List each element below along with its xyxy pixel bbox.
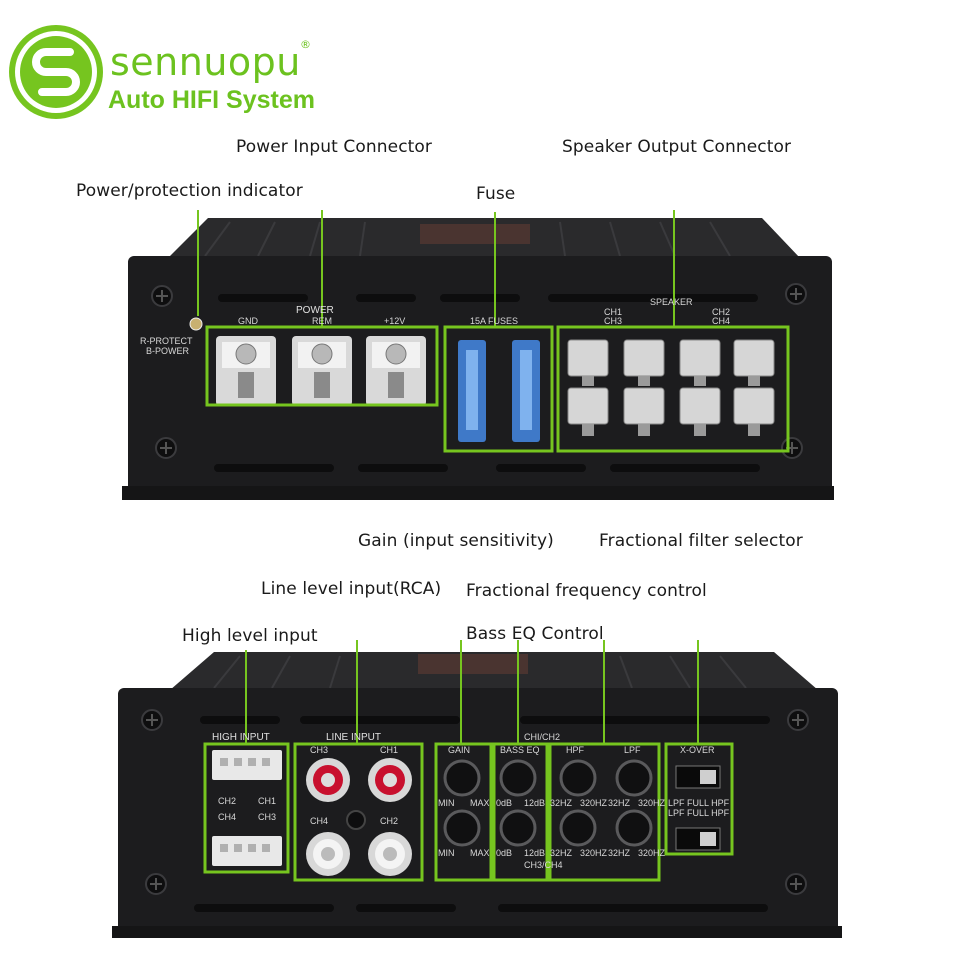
label-eq-12db-2: 12dB [524,848,545,858]
label-b-power: B-POWER [146,346,190,356]
brand-tagline: Auto HIFI System [108,86,315,114]
label-speaker: SPEAKER [650,297,693,307]
label-lpf-320hz: 320HZ [638,798,666,808]
label-12v: +12V [384,316,405,326]
label-hpf-32hz-2: 32HZ [550,848,573,858]
label-spk-ch3: CH3 [604,316,622,326]
callout-fuse: Fuse [476,184,516,204]
label-power: POWER [296,305,334,316]
label-xover-mode-2: LPF FULL HPF [668,808,730,818]
label-rem: REM [312,316,332,326]
label-rca-ch4: CH4 [310,816,328,826]
brand-logo-icon [9,25,103,119]
label-spk-ch2: CH2 [712,307,730,317]
callout-filter-selector: Fractional filter selector [599,531,803,551]
label-15a-fuses: 15A FUSES [470,316,518,326]
label-gain-max-2: MAX [470,848,490,858]
label-spk-ch4: CH4 [712,316,730,326]
label-r-protect: R-PROTECT [140,336,193,346]
label-lpf-320hz-2: 320HZ [638,848,666,858]
label-high-input: HIGH INPUT [212,732,270,743]
callout-freq-control: Fractional frequency control [466,581,707,601]
brand-registered-mark: ® [300,38,311,51]
label-eq-0db: 0dB [496,798,512,808]
label-hl-ch2: CH2 [218,796,236,806]
callout-gain: Gain (input sensitivity) [358,531,554,551]
label-xover: X-OVER [680,745,715,755]
label-gain-max: MAX [470,798,490,808]
label-eq-12db: 12dB [524,798,545,808]
label-hpf-320hz-2: 320HZ [580,848,608,858]
callout-speaker-output: Speaker Output Connector [562,137,792,157]
label-rca-ch3: CH3 [310,745,328,755]
amplifier-top-panel [122,210,834,500]
label-rca-ch2: CH2 [380,816,398,826]
label-ch12: CHI/CH2 [524,732,560,742]
callout-line-input: Line level input(RCA) [261,579,442,599]
label-hpf-32hz: 32HZ [550,798,573,808]
bottom-panel-labels: HIGH INPUT LINE INPUT CHI/CH2 CH3/CH4 CH… [212,732,730,870]
label-xover-mode: LPF FULL HPF [668,798,730,808]
callout-bass-eq: Bass EQ Control [466,624,604,644]
callout-power-input: Power Input Connector [236,137,433,157]
callout-high-input: High level input [182,626,318,646]
label-hpf-320hz: 320HZ [580,798,608,808]
top-panel-labels: POWER GND REM +12V 15A FUSES SPEAKER CH1… [140,297,730,356]
label-hl-ch1: CH1 [258,796,276,806]
label-line-input: LINE INPUT [326,732,381,743]
label-bass-eq: BASS EQ [500,745,540,755]
brand-name: sennuopu [110,40,301,84]
label-eq-0db-2: 0dB [496,848,512,858]
label-hl-ch3: CH3 [258,812,276,822]
label-gain-min: MIN [438,798,455,808]
callout-power-indicator: Power/protection indicator [76,181,303,201]
label-gain-min-2: MIN [438,848,455,858]
label-hl-ch4: CH4 [218,812,236,822]
label-lpf-32hz-2: 32HZ [608,848,631,858]
label-rca-ch1: CH1 [380,745,398,755]
label-spk-ch1: CH1 [604,307,622,317]
amplifier-bottom-panel [112,640,842,938]
label-ch34: CH3/CH4 [524,860,563,870]
label-lpf-32hz: 32HZ [608,798,631,808]
label-gain: GAIN [448,745,470,755]
label-lpf: LPF [624,745,641,755]
label-hpf: HPF [566,745,585,755]
label-gnd: GND [238,316,259,326]
